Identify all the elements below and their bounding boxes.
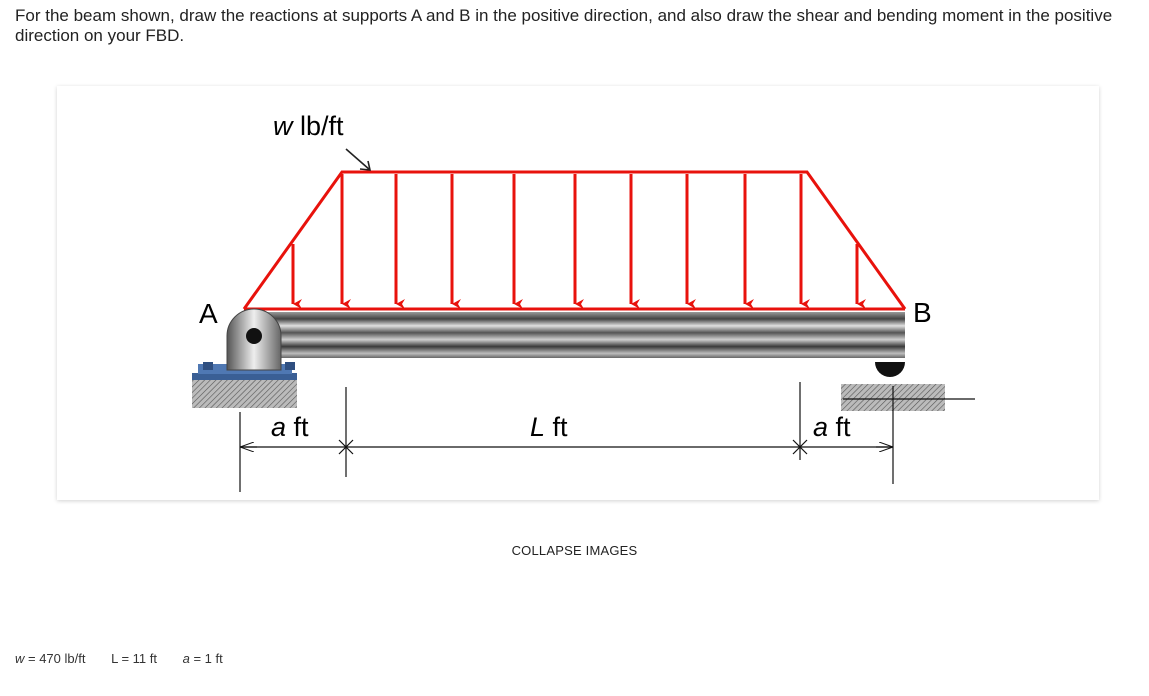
beam-figure: w lb/ft A B (57, 86, 1099, 500)
support-b-label: B (913, 297, 932, 328)
dimension-label-left: a ft (271, 412, 309, 442)
roller-support-b (841, 362, 975, 411)
dimension-lines (239, 382, 894, 492)
parameter-list: w = 470 lb/ft L = 11 ft a = 1 ft (15, 651, 245, 666)
support-a-label: A (199, 298, 218, 329)
question-text: For the beam shown, draw the reactions a… (15, 6, 1113, 45)
beam (253, 312, 905, 358)
param-w: w = 470 lb/ft (15, 651, 86, 666)
beam-diagram: w lb/ft A B (192, 111, 975, 492)
param-L: L = 11 ft (111, 651, 157, 666)
load-label: w lb/ft (273, 111, 344, 141)
dimension-label-middle: L ft (530, 412, 568, 442)
pin-support-a (192, 308, 297, 408)
collapse-images-button[interactable]: COLLAPSE IMAGES (511, 543, 638, 558)
distributed-load (242, 170, 907, 311)
dimension-label-right: a ft (813, 412, 851, 442)
load-pointer-arrow (345, 148, 372, 171)
param-a: a = 1 ft (182, 651, 223, 666)
